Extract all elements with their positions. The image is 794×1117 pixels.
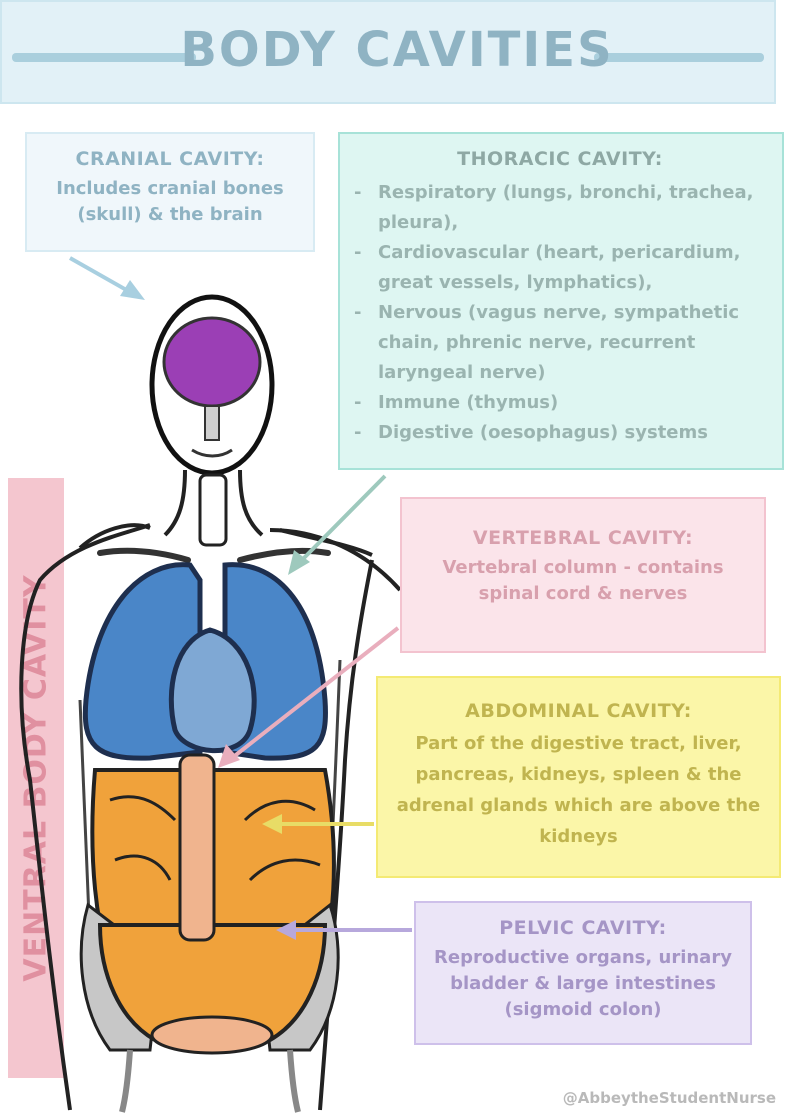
mouth xyxy=(191,448,233,458)
watermark: @AbbeytheStudentNurse xyxy=(562,1089,776,1107)
vertebral-cavity-box: VERTEBRAL CAVITY: Vertebral column - con… xyxy=(400,497,766,653)
shoulder-left xyxy=(78,523,151,550)
vertebral-cavity-heading: VERTEBRAL CAVITY: xyxy=(472,527,694,549)
bladder xyxy=(150,1015,274,1055)
abdominal-cavity-text: Part of the digestive tract, liver, panc… xyxy=(396,733,761,847)
vertebral-cavity-text: Vertebral column - contains spinal cord … xyxy=(442,557,724,604)
list-item: Cardiovascular (heart, pericardium, grea… xyxy=(350,238,770,298)
abdominal-cavity-box: ABDOMINAL CAVITY: Part of the digestive … xyxy=(376,676,781,878)
list-item: Respiratory (lungs, bronchi, trachea, pl… xyxy=(350,178,770,238)
brain xyxy=(162,316,262,408)
neck xyxy=(163,469,264,537)
abdominal-cavity-heading: ABDOMINAL CAVITY: xyxy=(465,700,692,722)
pelvic-cavity-heading: PELVIC CAVITY: xyxy=(499,917,667,939)
vertebral-column xyxy=(178,753,216,942)
cervical-spine xyxy=(198,473,228,547)
cranial-cavity-text: Includes cranial bones (skull) & the bra… xyxy=(56,178,284,225)
heart xyxy=(168,627,257,754)
page-title: BODY CAVITIES xyxy=(180,22,614,78)
list-item: Digestive (oesophagus) systems xyxy=(350,418,770,448)
thoracic-cavity-heading: THORACIC CAVITY: xyxy=(457,148,663,170)
ventral-body-cavity-bar xyxy=(8,478,64,1078)
clavicle-left xyxy=(97,547,191,563)
shoulder-right xyxy=(269,528,402,592)
hip-lines xyxy=(119,1049,301,1113)
title-left-line xyxy=(12,53,196,62)
abdominal-arrow xyxy=(262,814,374,834)
vertebral-arrow xyxy=(218,626,400,768)
list-item: Nervous (vagus nerve, sympathetic chain,… xyxy=(350,298,770,388)
list-item: Immune (thymus) xyxy=(350,388,770,418)
cranial-arrow xyxy=(69,256,145,300)
pelvic-cavity-box: PELVIC CAVITY: Reproductive organs, urin… xyxy=(414,901,752,1045)
abdomen-detail-1 xyxy=(109,795,321,882)
thoracic-cavity-box: THORACIC CAVITY: Respiratory (lungs, bro… xyxy=(338,132,784,470)
title-right-line xyxy=(594,53,764,62)
title-banner: BODY CAVITIES xyxy=(0,0,776,104)
clavicle-right xyxy=(237,547,331,563)
pelvic-arrow xyxy=(276,920,412,940)
cranial-cavity-box: CRANIAL CAVITY: Includes cranial bones (… xyxy=(25,132,315,252)
pelvic-cavity-text: Reproductive organs, urinary bladder & l… xyxy=(434,947,732,1020)
thoracic-arrow xyxy=(288,474,387,575)
cranial-cavity-heading: CRANIAL CAVITY: xyxy=(75,148,265,170)
brain-stem xyxy=(204,405,220,441)
thoracic-cavity-list: Respiratory (lungs, bronchi, trachea, pl… xyxy=(350,178,770,448)
